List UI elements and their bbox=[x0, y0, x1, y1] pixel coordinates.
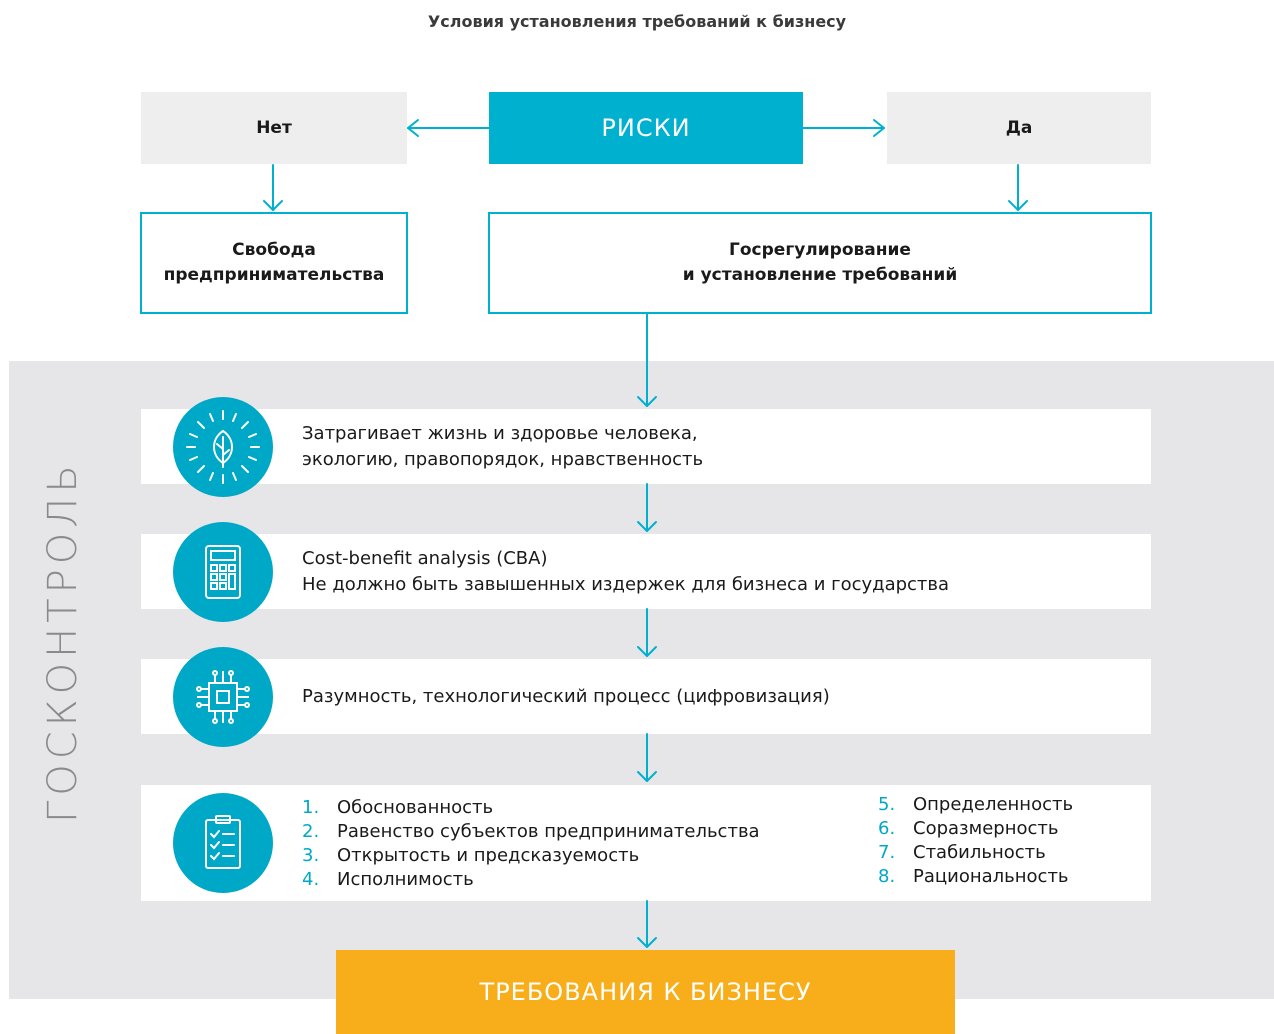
list-item: 5.Определенность bbox=[878, 794, 1074, 815]
regulation-line-2: и установление требований bbox=[682, 265, 958, 285]
list-item: 2.Равенство субъектов предпринимательств… bbox=[302, 821, 760, 842]
arrowhead-no bbox=[407, 119, 419, 137]
list-item: 7.Стабильность bbox=[878, 842, 1046, 863]
freedom-box: Свобода предпринимательства bbox=[140, 212, 408, 314]
arrowhead-row1 bbox=[637, 396, 657, 407]
list-item: 8.Рациональность bbox=[878, 866, 1069, 887]
principles-right-list: 5.Определенность 6.Соразмерность 7.Стаби… bbox=[878, 793, 1073, 889]
risks-label: РИСКИ bbox=[601, 114, 691, 142]
arrowhead-result bbox=[637, 937, 657, 948]
no-box: Нет bbox=[141, 92, 407, 164]
leaf-icon bbox=[173, 397, 273, 497]
list-item: 1.Обоснованность bbox=[302, 797, 494, 818]
list-item: 3.Открытость и предсказуемость bbox=[302, 845, 640, 866]
arrowhead-row2 bbox=[637, 521, 657, 532]
chip-icon bbox=[173, 647, 273, 747]
row-digital-line-1: Разумность, технологический процесс (циф… bbox=[302, 686, 830, 707]
row-digital-text: Разумность, технологический процесс (циф… bbox=[302, 684, 830, 710]
regulation-box: Госрегулирование и установление требован… bbox=[488, 212, 1152, 314]
result-box: ТРЕБОВАНИЯ К БИЗНЕСУ bbox=[336, 950, 955, 1034]
row-health-line-1: Затрагивает жизнь и здоровье человека, bbox=[302, 423, 698, 444]
row-cba-line-1: Cost-benefit analysis (CBA) bbox=[302, 548, 548, 569]
no-label: Нет bbox=[256, 118, 292, 138]
freedom-line-1: Свобода bbox=[232, 240, 316, 260]
row-cba-text: Cost-benefit analysis (CBA) Не должно бы… bbox=[302, 546, 949, 598]
arrowhead-yes bbox=[873, 119, 885, 137]
arrowhead-row4 bbox=[637, 771, 657, 782]
checklist-icon bbox=[173, 793, 273, 893]
arrowhead-freedom bbox=[263, 200, 283, 211]
regulation-line-1: Госрегулирование bbox=[729, 240, 911, 260]
list-item: 4.Исполнимость bbox=[302, 869, 474, 890]
row-principles bbox=[141, 785, 1151, 901]
result-label: ТРЕБОВАНИЯ К БИЗНЕСУ bbox=[479, 978, 812, 1006]
freedom-line-2: предпринимательства bbox=[163, 265, 385, 285]
arrowhead-row3 bbox=[637, 646, 657, 657]
list-item: 6.Соразмерность bbox=[878, 818, 1059, 839]
row-health-line-2: экологию, правопорядок, нравственность bbox=[302, 449, 704, 470]
row-cba bbox=[141, 534, 1151, 609]
row-health bbox=[141, 409, 1151, 484]
diagram-title: Условия установления требований к бизнес… bbox=[427, 12, 847, 31]
row-digital bbox=[141, 659, 1151, 734]
principles-left-list: 1.Обоснованность 2.Равенство субъектов п… bbox=[302, 796, 760, 892]
arrowhead-regulation bbox=[1008, 200, 1028, 211]
row-health-text: Затрагивает жизнь и здоровье человека, э… bbox=[302, 421, 703, 473]
risks-box: РИСКИ bbox=[489, 92, 803, 164]
yes-label: Да bbox=[1005, 118, 1033, 138]
row-cba-line-2: Не должно быть завышенных издержек для б… bbox=[302, 574, 950, 595]
yes-box: Да bbox=[887, 92, 1151, 164]
calculator-icon bbox=[173, 522, 273, 622]
